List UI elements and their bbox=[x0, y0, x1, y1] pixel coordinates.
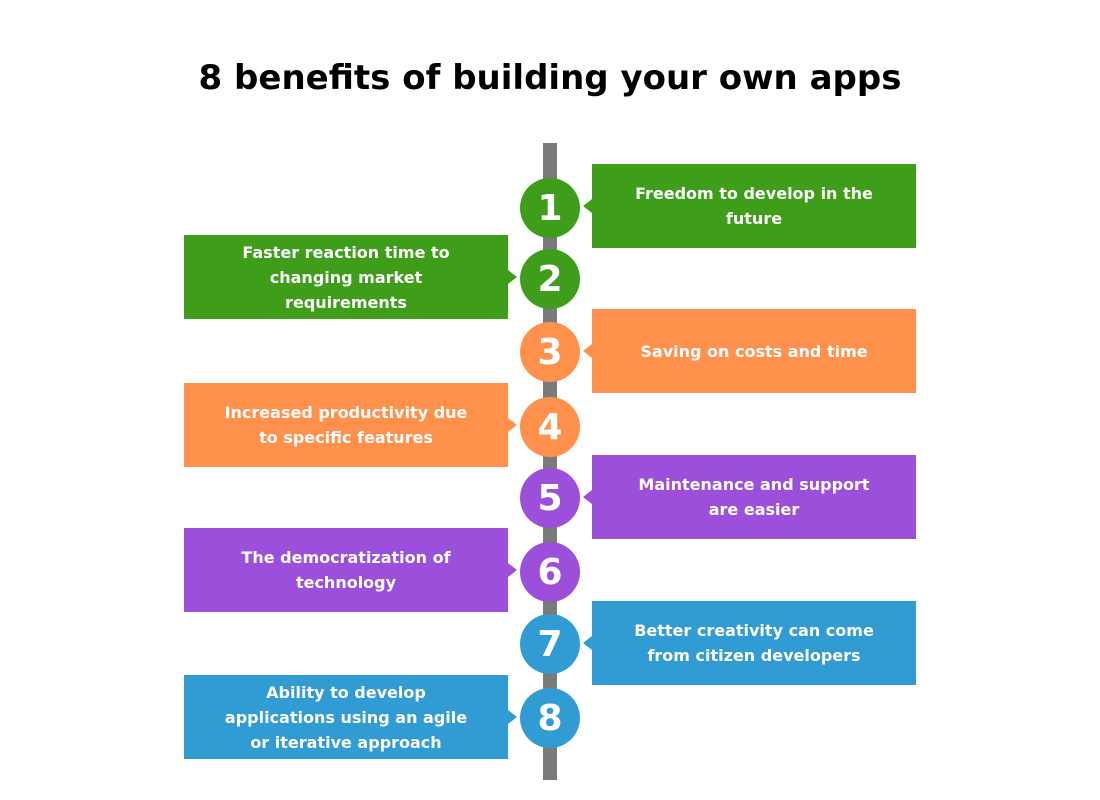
benefit-card: Freedom to develop in the future bbox=[583, 164, 916, 248]
benefit-card: Faster reaction time to changing market … bbox=[184, 235, 517, 319]
step-number-circle: 1 bbox=[520, 178, 580, 238]
step-number-circle: 8 bbox=[520, 688, 580, 748]
benefit-card: Better creativity can come from citizen … bbox=[583, 601, 916, 685]
benefit-card: Maintenance and support are easier bbox=[583, 455, 916, 539]
benefit-card: The democratization of technology bbox=[184, 528, 517, 612]
step-number-circle: 2 bbox=[520, 249, 580, 309]
benefit-text: Better creativity can come from citizen … bbox=[634, 621, 874, 665]
step-number-circle: 4 bbox=[520, 397, 580, 457]
benefit-text: Ability to develop applications using an… bbox=[224, 682, 468, 752]
benefit-card: Ability to develop applications using an… bbox=[184, 675, 517, 759]
step-number-circle: 5 bbox=[520, 468, 580, 528]
benefit-text: Saving on costs and time bbox=[640, 341, 868, 361]
benefit-text: Increased productivity due to specific f… bbox=[224, 403, 468, 447]
benefit-text: Faster reaction time to changing market … bbox=[242, 242, 450, 312]
timeline-spine bbox=[543, 143, 557, 780]
step-number-circle: 6 bbox=[520, 542, 580, 602]
page-title: 8 benefits of building your own apps bbox=[198, 58, 902, 98]
benefit-card: Saving on costs and time bbox=[583, 309, 916, 393]
step-number-circle: 7 bbox=[520, 614, 580, 674]
benefit-text: Freedom to develop in the future bbox=[635, 184, 873, 228]
step-number-circle: 3 bbox=[520, 322, 580, 382]
benefit-card: Increased productivity due to specific f… bbox=[184, 383, 517, 467]
benefit-text: The democratization of technology bbox=[241, 548, 451, 592]
benefit-text: Maintenance and support are easier bbox=[638, 475, 870, 519]
